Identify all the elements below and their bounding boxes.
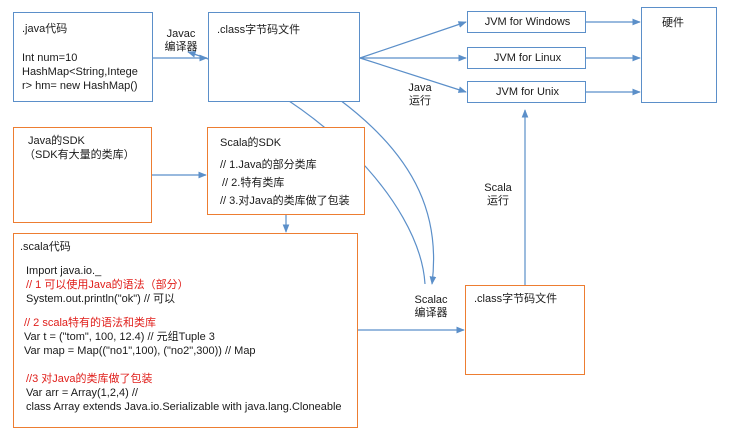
jvm-unix-label: JVM for Unix [496,86,559,98]
java-code-box: .java代码 Int num=10 HashMap<String,Intege… [13,12,153,102]
arrow-class-to-windows [359,21,467,59]
scala-run-label: Scala 运行 [484,182,512,207]
scala-code-comment: //3 对Java的类库做了包装 [26,373,153,385]
java-code-line: Int num=10 [22,52,78,64]
scala-sdk-line: // 3.对Java的类库做了包装 [220,195,350,207]
scala-code-comment: // 2 scala特有的语法和类库 [24,317,157,329]
scala-sdk-line: // 1.Java的部分类库 [220,159,317,171]
jvm-unix-box: JVM for Unix [467,81,586,103]
java-sdk-box: Java的SDK （SDK有大量的类库） [13,127,152,223]
jvm-windows-box: JVM for Windows [467,11,586,33]
java-run-label: Java 运行 [408,82,432,107]
arrow-class-to-unix [359,57,467,93]
hardware-box: 硬件 [641,7,717,103]
jvm-windows-label: JVM for Windows [484,16,571,28]
java-code-line: r> hm= new HashMap() [22,80,138,92]
class-file-bottom-box: .class字节码文件 [465,285,585,375]
class-file-top-title: .class字节码文件 [217,24,301,36]
java-code-line: HashMap<String,Intege [22,66,138,78]
scalac-label: Scalac 编译器 [414,294,448,319]
scala-code-title: .scala代码 [20,241,71,253]
hardware-label: 硬件 [662,17,684,29]
scala-code-line: Var map = Map(("no1",100), ("no2",300)) … [24,345,256,357]
class-file-top-box: .class字节码文件 [208,12,360,102]
scala-sdk-line: // 2.特有类库 [222,177,285,189]
java-sdk-line: （SDK有大量的类库） [24,149,135,161]
javac-label: Javac 编译器 [164,28,198,53]
jvm-linux-box: JVM for Linux [467,47,586,69]
jvm-linux-label: JVM for Linux [493,52,562,64]
scala-code-line: Import java.io._ [26,265,102,277]
scala-sdk-title: Scala的SDK [220,137,282,149]
scala-code-box: .scala代码 Import java.io._ // 1 可以使用Java的… [13,233,358,428]
class-file-bottom-title: .class字节码文件 [474,293,558,305]
java-code-title: .java代码 [22,23,68,35]
arrow-class-top-to-bottom [339,99,437,285]
scala-sdk-box: Scala的SDK // 1.Java的部分类库 // 2.特有类库 // 3.… [207,127,365,215]
scala-code-comment: // 1 可以使用Java的语法（部分） [26,279,189,291]
scala-code-line: System.out.println("ok") // 可以 [26,293,176,305]
scala-code-line: class Array extends Java.io.Serializable… [26,401,342,413]
scala-code-line: Var t = ("tom", 100, 12.4) // 元组Tuple 3 [24,331,215,343]
scala-code-line: Var arr = Array(1,2,4) // [26,387,138,399]
java-sdk-line: Java的SDK [28,135,85,147]
